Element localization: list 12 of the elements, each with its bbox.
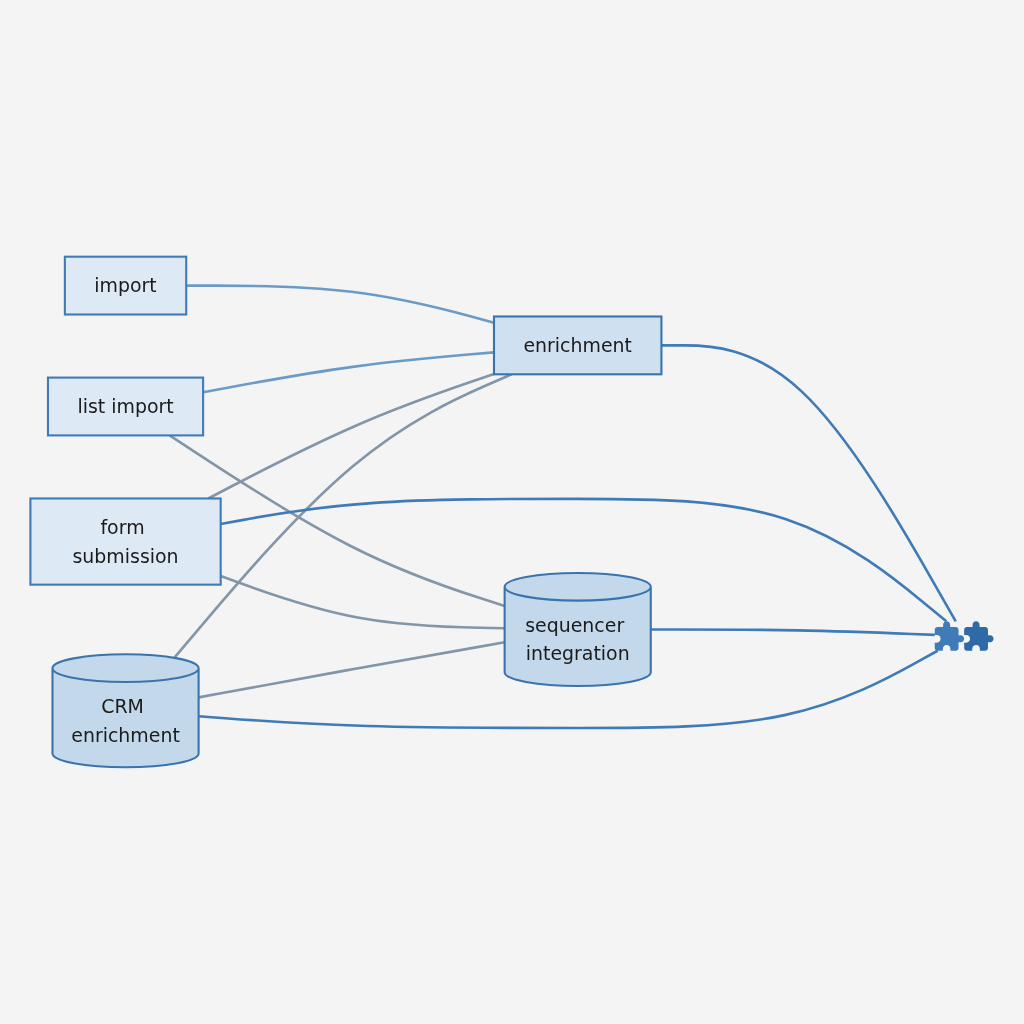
connector-line (198, 649, 939, 730)
node-label: import (94, 273, 157, 299)
connector-line (220, 574, 505, 630)
node-label: form submission (71, 515, 180, 569)
node-label: CRM enrichment (70, 694, 181, 748)
connector-line (198, 641, 505, 699)
connector-line (220, 497, 948, 623)
node-label: list import (77, 394, 174, 420)
connector-line (650, 628, 935, 637)
node-label: sequencer integration (524, 613, 631, 667)
node-label: enrichment (523, 333, 632, 359)
connector-line (661, 344, 957, 622)
